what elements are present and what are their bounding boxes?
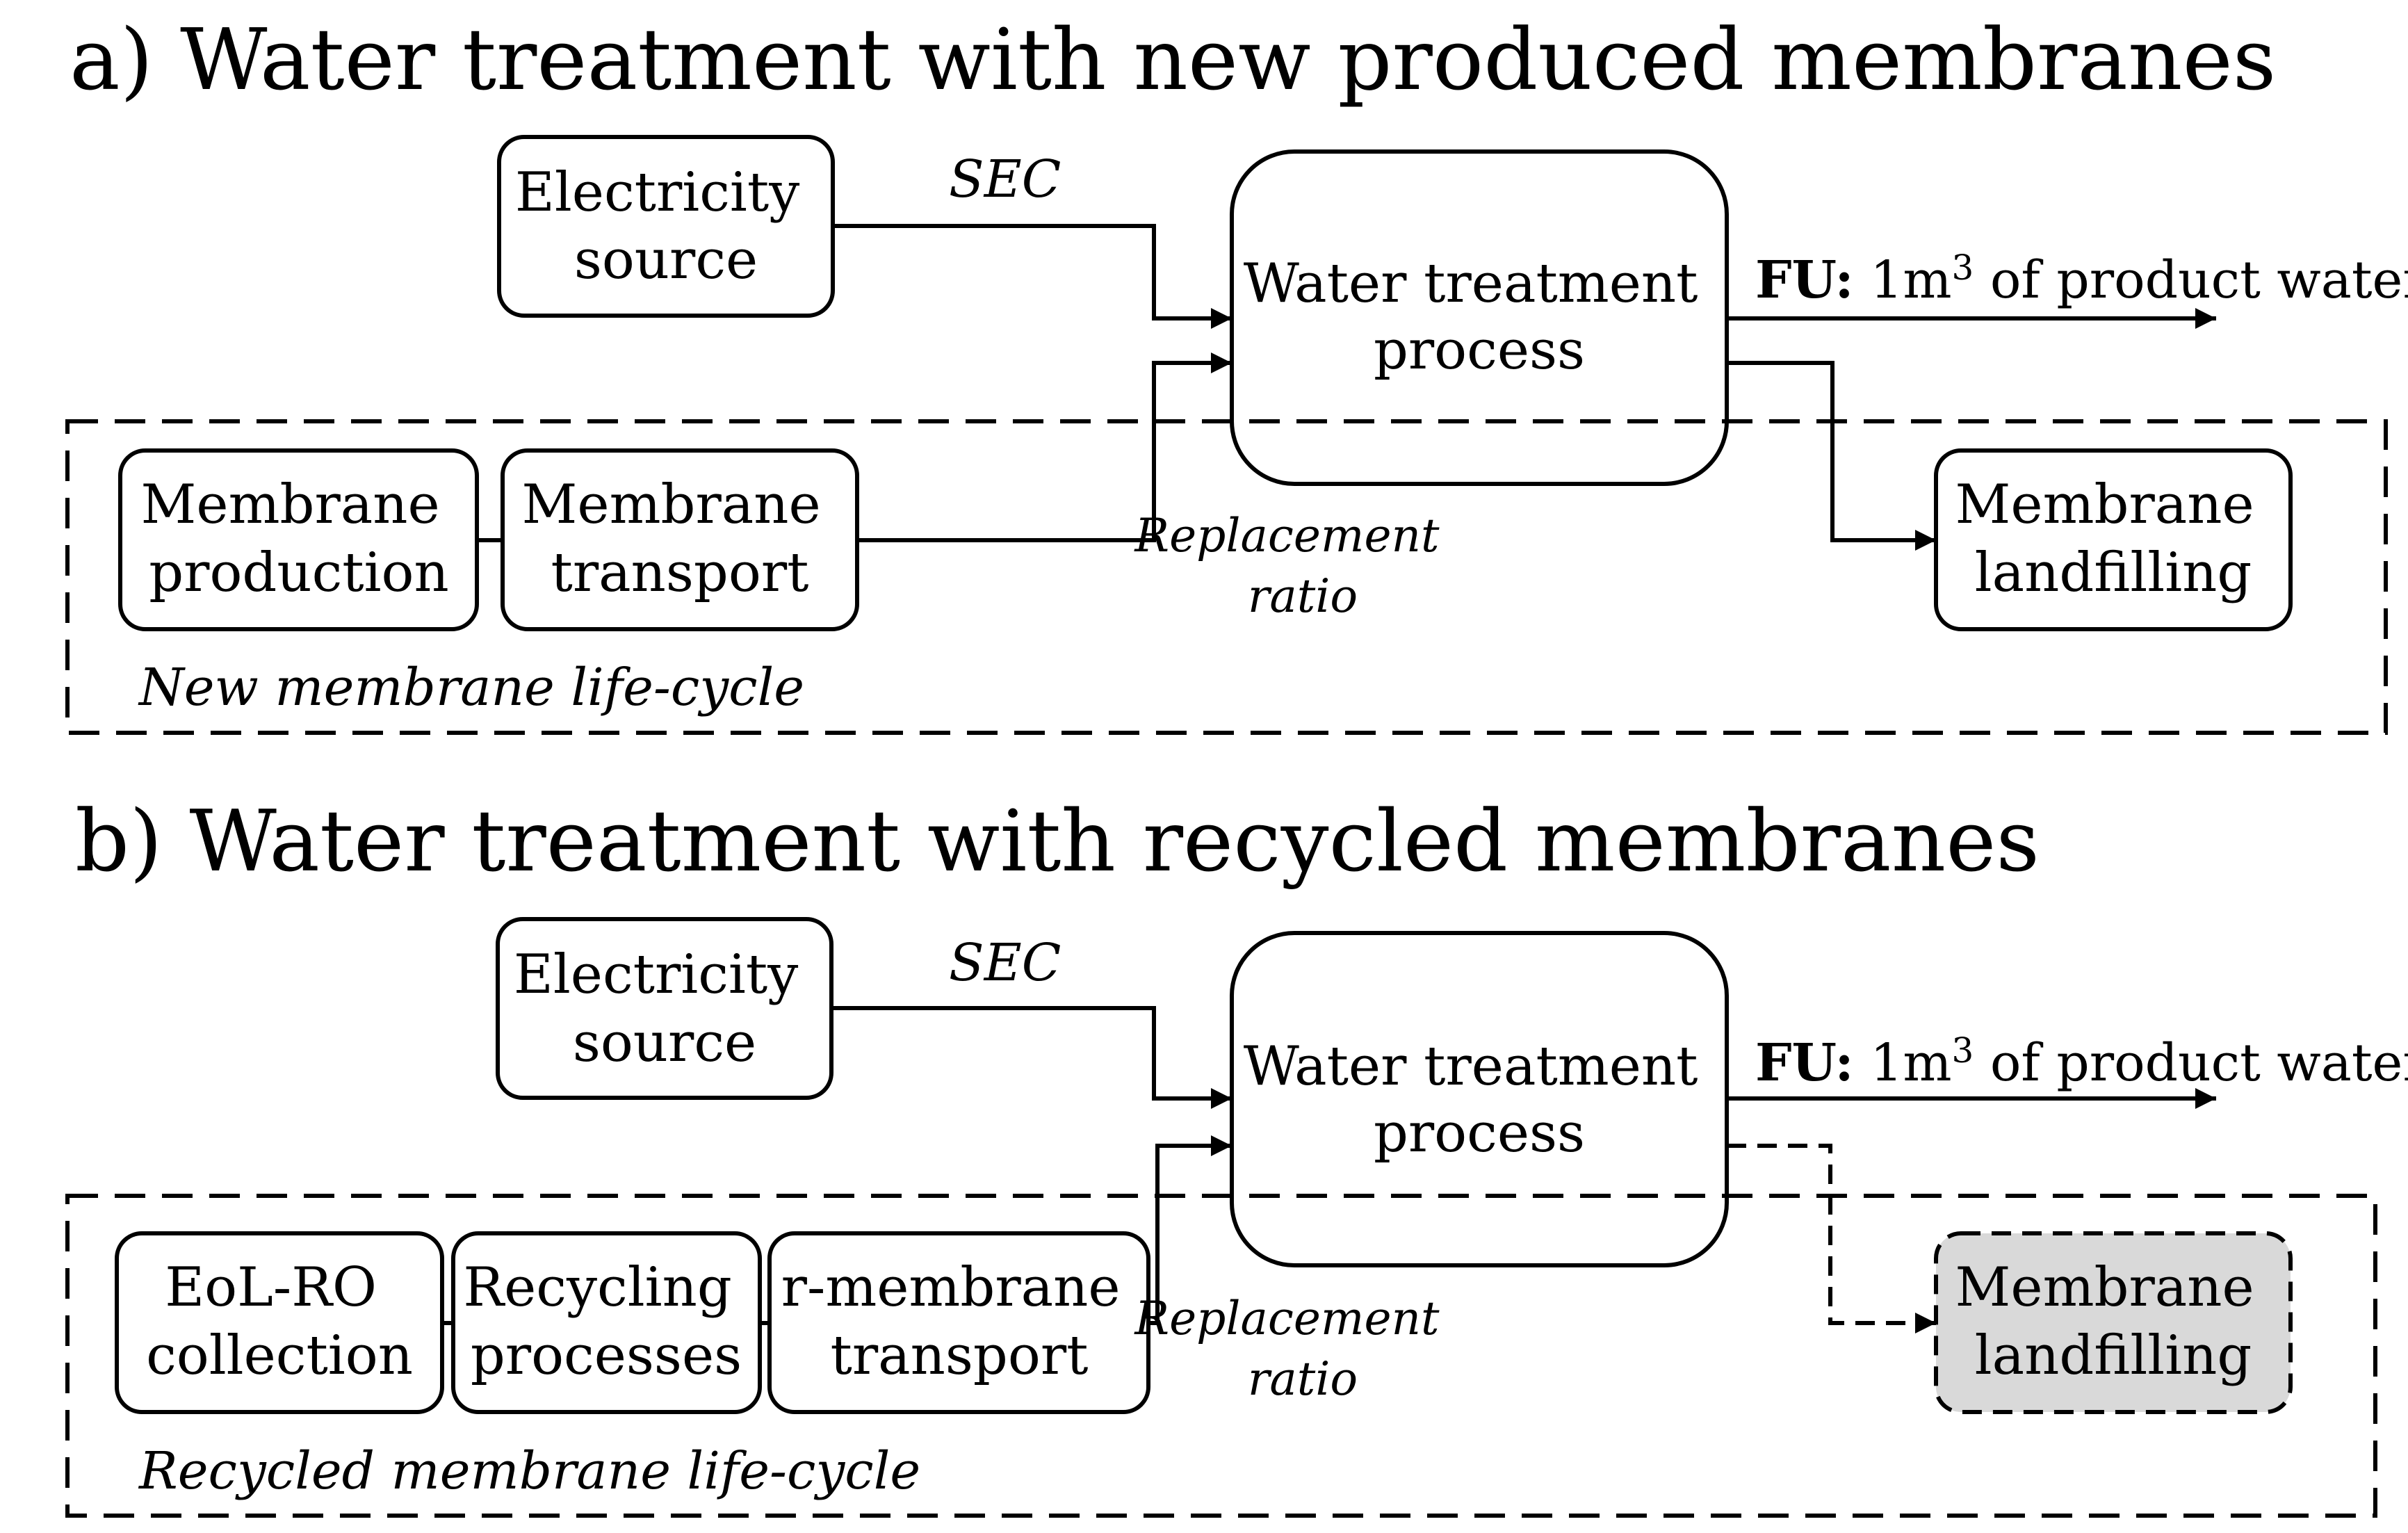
landfill-arrow-a: [1727, 361, 1936, 551]
sec-label-a: SEC: [949, 149, 1061, 209]
membrane-landfilling-label-b: Membrane landfilling: [1955, 1256, 2272, 1387]
panel-b: b) Water treatment with recycled membran…: [65, 792, 2408, 1518]
electricity-source-box-a: [497, 135, 835, 318]
recycled-membrane-life-cycle-label: Recycled membrane life-cycle: [138, 1441, 920, 1501]
panel-b-heading: b) Water treatment with recycled membran…: [75, 792, 2040, 891]
electricity-source-label-a: Electricity source: [515, 161, 817, 291]
panel-a-heading: a) Water treatment with new produced mem…: [70, 10, 2276, 109]
replacement-ratio-label-a: Replacement ratio: [1134, 509, 1454, 623]
membrane-production-label: Membrane production: [141, 473, 457, 604]
recycled-membrane-life-cycle-boundary: [65, 1194, 2377, 1518]
replacement-arrow-a: [857, 352, 1232, 542]
eol-ro-collection-label: EoL-RO collection: [146, 1256, 413, 1387]
recycling-processes-box: [451, 1231, 762, 1414]
water-treatment-process-box-a: [1230, 149, 1729, 486]
membrane-transport-label: Membrane transport: [522, 473, 838, 604]
recycling-processes-label: Recycling processes: [463, 1256, 749, 1387]
sec-arrow-a: [833, 224, 1232, 329]
r-membrane-transport-box: [767, 1231, 1150, 1414]
new-membrane-life-cycle-label: New membrane life-cycle: [138, 658, 804, 717]
sec-label-b: SEC: [949, 933, 1061, 993]
panel-a: a) Water treatment with new produced mem…: [65, 10, 2408, 735]
water-treatment-process-box-b: [1230, 931, 1729, 1267]
membrane-landfilling-box-b-avoided: [1934, 1231, 2293, 1414]
electricity-source-box-b: [496, 917, 833, 1100]
electricity-source-label-b: Electricity source: [514, 943, 815, 1074]
membrane-transport-box: [501, 448, 859, 631]
water-treatment-process-label-a: Water treatment process: [1244, 252, 1716, 382]
fu-label-b: FU: 1m3 of product water: [1755, 1030, 2408, 1093]
membrane-production-box: [118, 448, 479, 631]
new-membrane-life-cycle-boundary: [65, 419, 2388, 735]
water-treatment-process-label-b: Water treatment process: [1244, 1035, 1716, 1165]
r-membrane-transport-label: r-membrane transport: [781, 1256, 1138, 1387]
eol-ro-collection-box: [115, 1231, 444, 1414]
replacement-arrow-b: [1148, 1135, 1232, 1325]
membrane-landfilling-label-a: Membrane landfilling: [1955, 473, 2272, 604]
fu-label-a: FU: 1m3 of product water: [1755, 248, 2408, 310]
sec-arrow-b: [831, 1006, 1232, 1109]
landfill-arrow-b-dashed: [1727, 1144, 1936, 1333]
membrane-landfilling-box-a: [1934, 448, 2293, 631]
replacement-ratio-label-b: Replacement ratio: [1134, 1292, 1454, 1406]
